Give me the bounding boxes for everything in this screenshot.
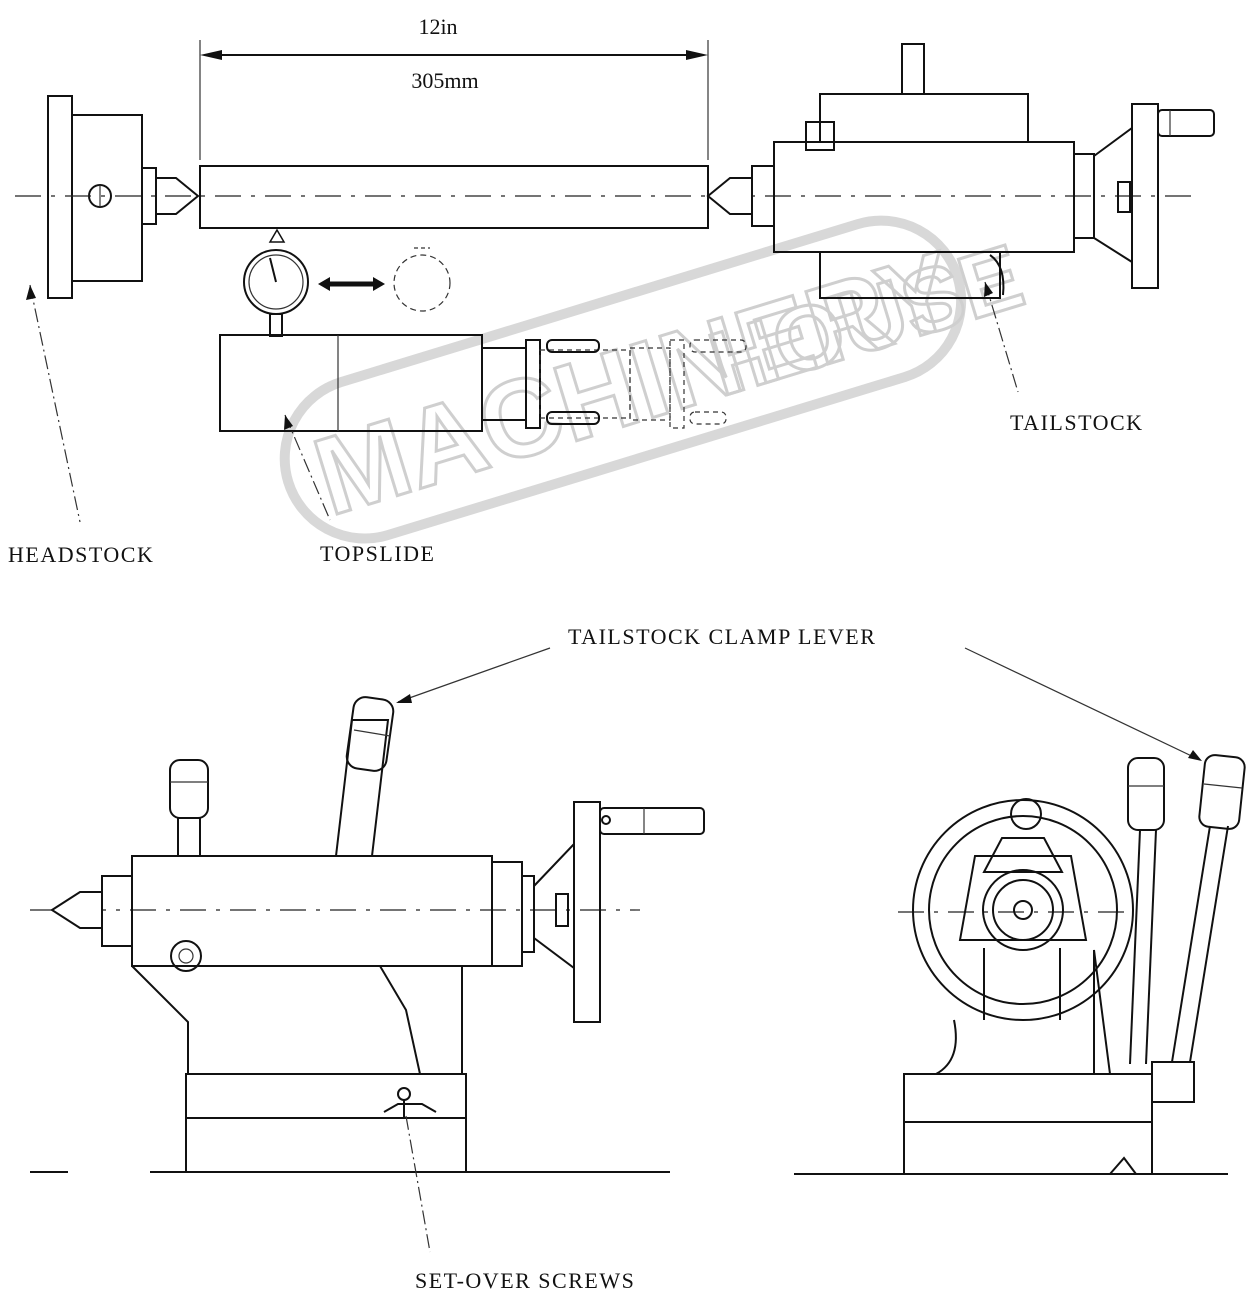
clamp-lever-leader-right <box>964 647 1201 761</box>
headstock-label: HEADSTOCK <box>8 542 154 567</box>
workpiece-bar <box>199 165 709 229</box>
headstock-top <box>47 95 200 299</box>
clamp-lever-leader-left <box>397 647 551 703</box>
dial-indicator <box>243 228 451 337</box>
dimension-line: 12in 305mm <box>199 14 709 160</box>
side-knob-icon <box>170 940 202 972</box>
watermark: MACHINERY HOUSE <box>279 215 1036 544</box>
set-over-screw-icon <box>397 1087 411 1101</box>
topslide-leader <box>284 414 331 521</box>
topslide-top <box>219 334 747 432</box>
handwheel-outer-icon <box>912 799 1134 1021</box>
tailstock-top <box>706 43 1215 299</box>
dimension-imperial: 12in <box>418 14 457 39</box>
tailstock-label: TAILSTOCK <box>1010 410 1144 435</box>
tailstock-clamp-lever-label: TAILSTOCK CLAMP LEVER <box>568 624 876 649</box>
tailstock-end-view <box>794 754 1246 1175</box>
headstock-leader <box>29 284 81 523</box>
set-over-screws-label: SET-OVER SCREWS <box>415 1268 635 1293</box>
tailstock-leader <box>984 281 1019 393</box>
dial-gauge-ghost-icon <box>393 254 451 312</box>
tailstock-side-view <box>30 696 705 1173</box>
dimension-metric: 305mm <box>411 68 478 93</box>
set-over-screws-leader <box>405 1115 431 1253</box>
topslide-label: TOPSLIDE <box>320 541 436 566</box>
